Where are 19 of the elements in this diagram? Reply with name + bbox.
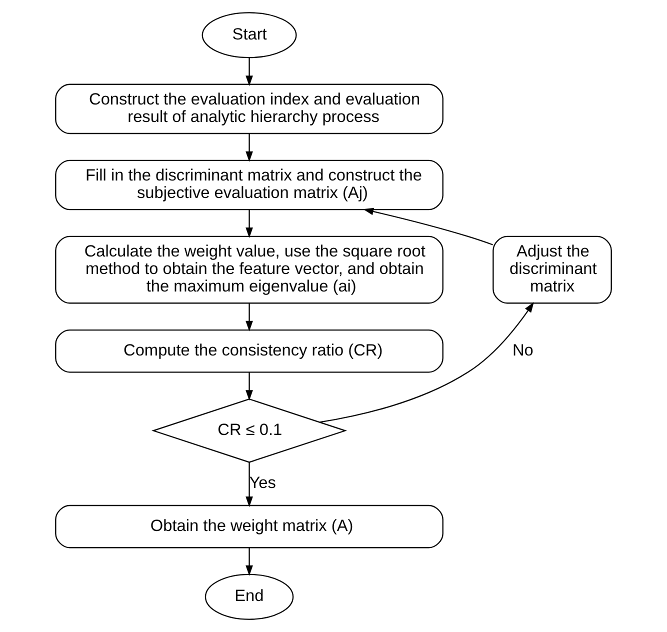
node-ellipse: End: [204, 574, 294, 620]
node-box: Fill in the discriminant matrix and construct the subjective evaluation matrix (Aj): [55, 160, 444, 210]
arrow: [246, 462, 253, 508]
arrow: [246, 58, 253, 86]
node-box: Adjust the discriminant matrix: [492, 236, 612, 304]
arrow: [246, 304, 253, 332]
node-ellipse: Start: [202, 12, 297, 58]
node-box: Compute the consistency ratio (CR): [55, 329, 444, 373]
node-diamond: CR ≤ 0.1: [151, 398, 348, 463]
arrow: [246, 372, 253, 401]
node-box: Calculate the weight value, use the square root method to obtain the feature vector, and obtain the maximum eigenvalue (ai): [55, 236, 444, 304]
edge-label: No: [512, 341, 534, 360]
node-box: Obtain the weight matrix (A): [55, 504, 444, 548]
node-box: Construct the evaluation index and evaluation result of analytic hierarchy process: [55, 84, 444, 134]
arrow: [246, 134, 253, 162]
arrow: [246, 210, 253, 238]
arrow: [320, 302, 534, 423]
arrow: [246, 548, 253, 576]
arrow: [363, 208, 493, 246]
